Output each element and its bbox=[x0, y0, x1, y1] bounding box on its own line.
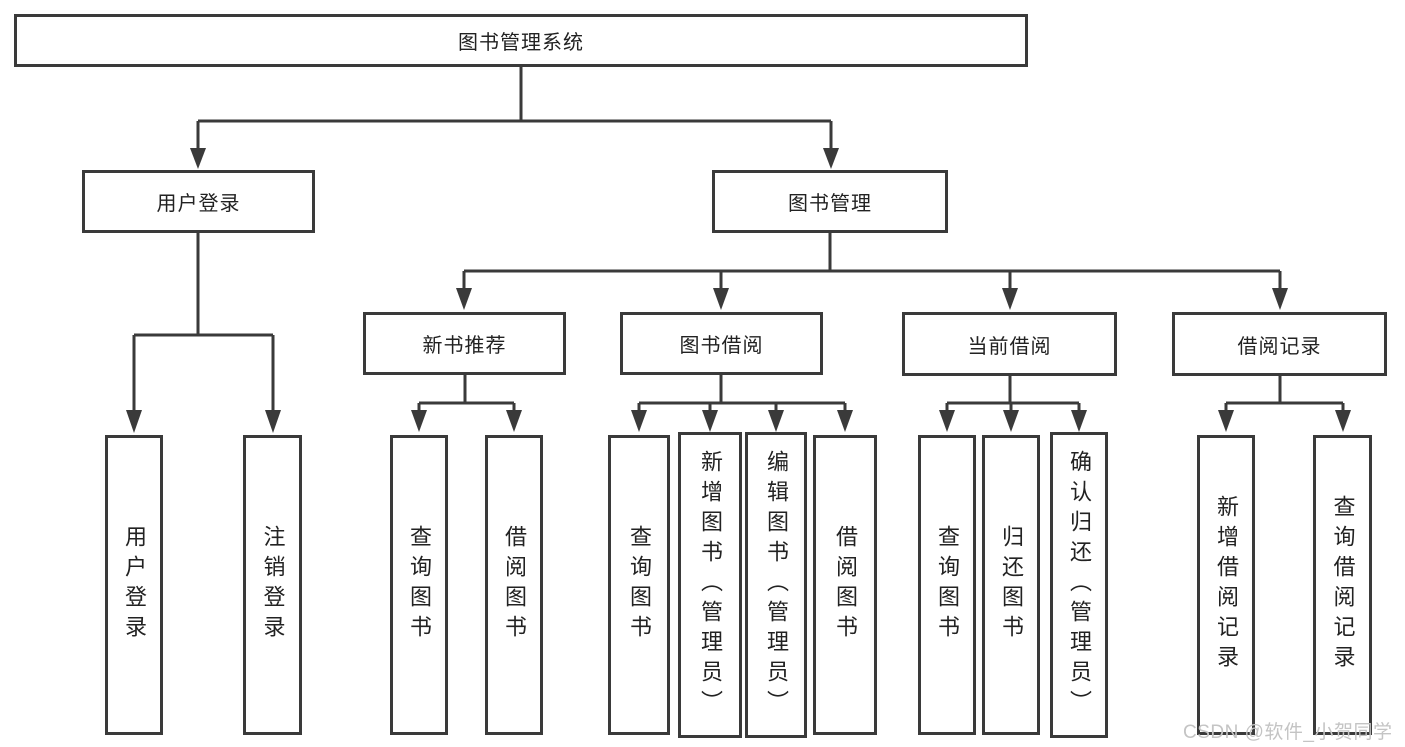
node-leaf-user-login: 用户登录 bbox=[105, 435, 163, 735]
node-label: 图书管理 bbox=[788, 193, 872, 215]
node-label: 新增图书（管理员） bbox=[698, 450, 723, 720]
node-label: 确认归还（管理员） bbox=[1067, 450, 1092, 720]
node-leaf-return-book: 归还图书 bbox=[982, 435, 1040, 735]
arrowheads bbox=[126, 148, 1351, 433]
node-label: 当前借阅 bbox=[967, 335, 1052, 358]
node-label: 借阅图书 bbox=[502, 525, 527, 645]
node-leaf-logout: 注销登录 bbox=[243, 435, 302, 735]
node-leaf-recommend-borrow-book: 借阅图书 bbox=[485, 435, 543, 735]
node-label: 查询图书 bbox=[935, 525, 960, 645]
node-label: 查询图书 bbox=[627, 525, 652, 645]
node-system-root: 图书管理系统 bbox=[14, 14, 1028, 67]
node-label: 用户登录 bbox=[156, 193, 241, 215]
node-label: 借阅记录 bbox=[1237, 335, 1322, 358]
node-label: 查询图书 bbox=[407, 525, 432, 645]
node-label: 用户登录 bbox=[122, 525, 147, 645]
node-leaf-edit-book-admin: 编辑图书（管理员） bbox=[745, 432, 807, 738]
node-label: 查询借阅记录 bbox=[1330, 495, 1356, 675]
node-label: 借阅图书 bbox=[833, 525, 858, 645]
node-leaf-borrow-book: 借阅图书 bbox=[813, 435, 877, 735]
node-user-login: 用户登录 bbox=[82, 170, 315, 233]
node-borrow-records: 借阅记录 bbox=[1172, 312, 1387, 376]
node-label: 注销登录 bbox=[260, 525, 286, 645]
node-book-management: 图书管理 bbox=[712, 170, 948, 233]
node-label: 新增借阅记录 bbox=[1214, 495, 1239, 675]
node-leaf-add-borrow-record: 新增借阅记录 bbox=[1197, 435, 1255, 735]
node-new-book-recommend: 新书推荐 bbox=[363, 312, 566, 375]
node-leaf-current-query-book: 查询图书 bbox=[918, 435, 976, 735]
node-book-borrow: 图书借阅 bbox=[620, 312, 823, 375]
node-label: 图书管理系统 bbox=[458, 32, 584, 54]
node-leaf-add-book-admin: 新增图书（管理员） bbox=[678, 432, 742, 738]
node-label: 图书借阅 bbox=[679, 335, 764, 357]
node-leaf-query-borrow-record: 查询借阅记录 bbox=[1313, 435, 1372, 735]
node-label: 归还图书 bbox=[999, 525, 1024, 645]
node-leaf-recommend-query-book: 查询图书 bbox=[390, 435, 448, 735]
node-label: 编辑图书（管理员） bbox=[764, 450, 789, 720]
node-current-borrow: 当前借阅 bbox=[902, 312, 1117, 376]
node-leaf-confirm-return-admin: 确认归还（管理员） bbox=[1050, 432, 1108, 738]
edge-paths bbox=[132, 66, 1345, 412]
node-leaf-borrow-query-book: 查询图书 bbox=[608, 435, 670, 735]
node-label: 新书推荐 bbox=[422, 335, 507, 357]
csdn-watermark: CSDN @软件_小贺同学 bbox=[1183, 722, 1393, 743]
